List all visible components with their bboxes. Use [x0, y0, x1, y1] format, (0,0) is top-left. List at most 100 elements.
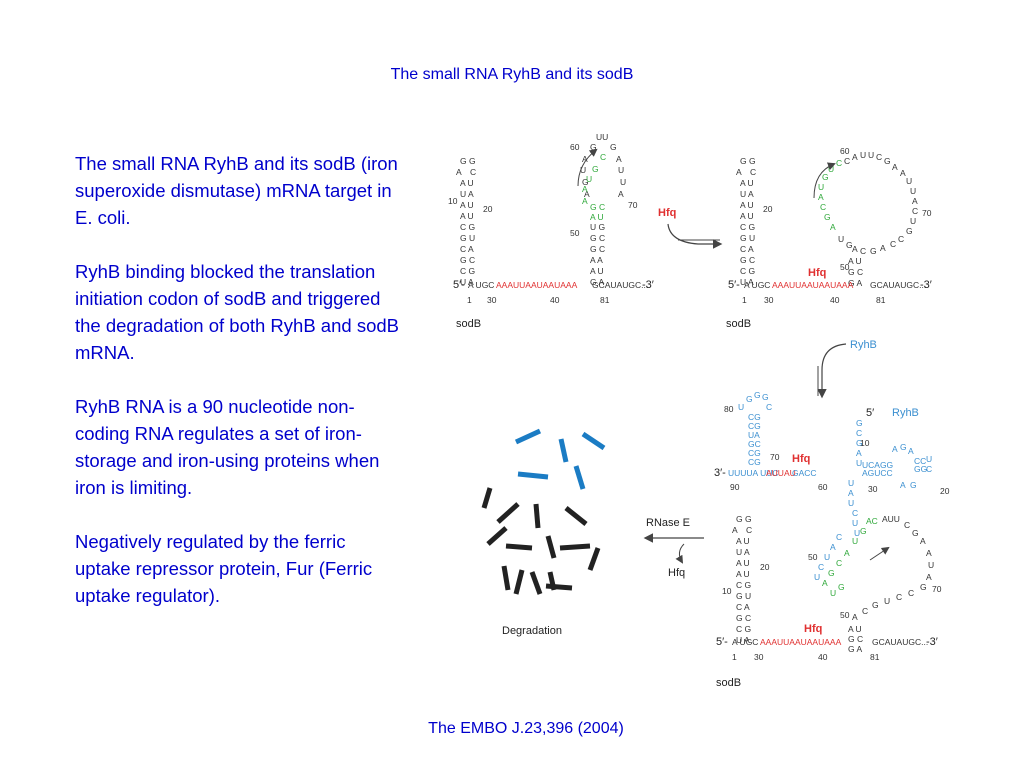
pos-90: 90: [730, 482, 740, 492]
svg-text:AGUCC: AGUCC: [862, 468, 893, 478]
svg-text:C G: C G: [736, 580, 751, 590]
svg-text:G: G: [592, 164, 599, 174]
pos-1: 1: [467, 295, 472, 305]
sodb-5prime-b: 5′-: [728, 279, 740, 291]
sodb-label-1: sodB: [456, 318, 481, 330]
paragraph-2: RyhB binding blocked the translation ini…: [75, 261, 399, 363]
svg-text:A: A: [852, 152, 858, 162]
svg-text:C: C: [820, 202, 826, 212]
svg-text:C: C: [750, 167, 756, 177]
svg-text:U A: U A: [460, 277, 474, 287]
svg-text:A U: A U: [736, 569, 750, 579]
svg-text:A: A: [892, 444, 898, 454]
svg-text:U A: U A: [740, 189, 754, 199]
pos-50-c: 50: [808, 552, 818, 562]
ryhb-3prime: 3′-: [714, 467, 726, 479]
pos-20-d: 20: [760, 562, 770, 572]
svg-text:G G: G G: [460, 156, 476, 166]
svg-text:G: G: [762, 392, 769, 402]
ryhb-label-complex: RyhB: [892, 407, 919, 419]
svg-text:G C: G C: [590, 202, 605, 212]
svg-text:A: A: [818, 192, 824, 202]
svg-text:C: C: [600, 152, 606, 162]
svg-text:G: G: [746, 394, 753, 404]
svg-text:G: G: [838, 582, 845, 592]
pos-30-b: 30: [764, 295, 774, 305]
svg-text:A: A: [856, 448, 862, 458]
sodb-red-segment-b: AAAUUAAUAAUAAA: [772, 280, 854, 290]
sodb-label-3: sodB: [716, 677, 741, 689]
svg-text:U: U: [856, 458, 862, 468]
svg-text:C: C: [746, 525, 752, 535]
pos-40-b: 40: [830, 295, 840, 305]
svg-text:C G: C G: [740, 222, 755, 232]
svg-text:A: A: [584, 189, 590, 199]
pos-1-c: 1: [732, 652, 737, 662]
svg-text:A: A: [926, 548, 932, 558]
pos-30: 30: [487, 295, 497, 305]
svg-text:U: U: [906, 176, 912, 186]
svg-text:A: A: [900, 480, 906, 490]
svg-text:C G: C G: [460, 266, 475, 276]
svg-text:G U: G U: [740, 233, 755, 243]
svg-text:CG: CG: [748, 448, 761, 458]
svg-text:G: G: [870, 246, 877, 256]
svg-text:A: A: [822, 578, 828, 588]
hfq-label-4: Hfq: [804, 623, 822, 635]
pos-81-c: 81: [870, 652, 880, 662]
svg-text:A: A: [844, 548, 850, 558]
svg-text:G: G: [906, 226, 913, 236]
pos-30-c: 30: [868, 484, 878, 494]
svg-text:A: A: [582, 184, 588, 194]
svg-text:C: C: [898, 234, 904, 244]
sodb-5prime: 5′-: [453, 279, 465, 291]
pos-70-c: 70: [770, 452, 780, 462]
pos-81: 81: [600, 295, 610, 305]
hfq-label-1: Hfq: [658, 207, 676, 219]
svg-text:C: C: [862, 606, 868, 616]
svg-text:A U: A U: [848, 624, 862, 634]
body-text: The small RNA RyhB and its sodB (iron su…: [75, 150, 405, 636]
svg-text:A: A: [582, 154, 588, 164]
svg-text:GG: GG: [914, 464, 927, 474]
svg-text:U: U: [818, 182, 824, 192]
svg-text:CG: CG: [748, 412, 761, 422]
degradation-label: Degradation: [502, 625, 562, 637]
svg-text:G: G: [846, 240, 853, 250]
svg-text:G: G: [860, 526, 867, 536]
svg-text:G: G: [884, 156, 891, 166]
svg-text:G: G: [910, 480, 917, 490]
svg-text:U A: U A: [460, 189, 474, 199]
ryhb-3end: UUUUA UUC: [728, 468, 779, 478]
svg-text:G: G: [582, 177, 589, 187]
svg-text:C: C: [904, 520, 910, 530]
svg-text:U: U: [854, 528, 860, 538]
sodb-3end: GCAUAUGC...: [592, 280, 648, 290]
svg-text:C: C: [860, 246, 866, 256]
svg-text:UA: UA: [748, 430, 760, 440]
svg-text:C: C: [912, 206, 918, 216]
svg-text:C: C: [844, 156, 850, 166]
pos-81-b: 81: [876, 295, 886, 305]
svg-text:A: A: [920, 536, 926, 546]
svg-text:U: U: [848, 478, 854, 488]
svg-text:C A: C A: [740, 244, 754, 254]
svg-text:U: U: [848, 498, 854, 508]
svg-text:C: C: [836, 558, 842, 568]
svg-text:G: G: [822, 172, 829, 182]
svg-text:U: U: [580, 165, 586, 175]
sodb-5end: A UGC: [468, 280, 494, 290]
pos-10-c: 10: [860, 438, 870, 448]
svg-text:U: U: [910, 186, 916, 196]
svg-text:C: C: [836, 532, 842, 542]
svg-text:U: U: [852, 518, 858, 528]
svg-text:U: U: [830, 588, 836, 598]
svg-text:U: U: [884, 596, 890, 606]
svg-text:G: G: [754, 390, 761, 400]
svg-text:A U: A U: [848, 256, 862, 266]
svg-text:A: A: [582, 196, 588, 206]
svg-text:C G: C G: [740, 266, 755, 276]
degradation-fragments: Degradation: [481, 428, 606, 637]
sodb-3prime-c: -3′: [926, 636, 938, 648]
pos-70-d: 70: [932, 584, 942, 594]
